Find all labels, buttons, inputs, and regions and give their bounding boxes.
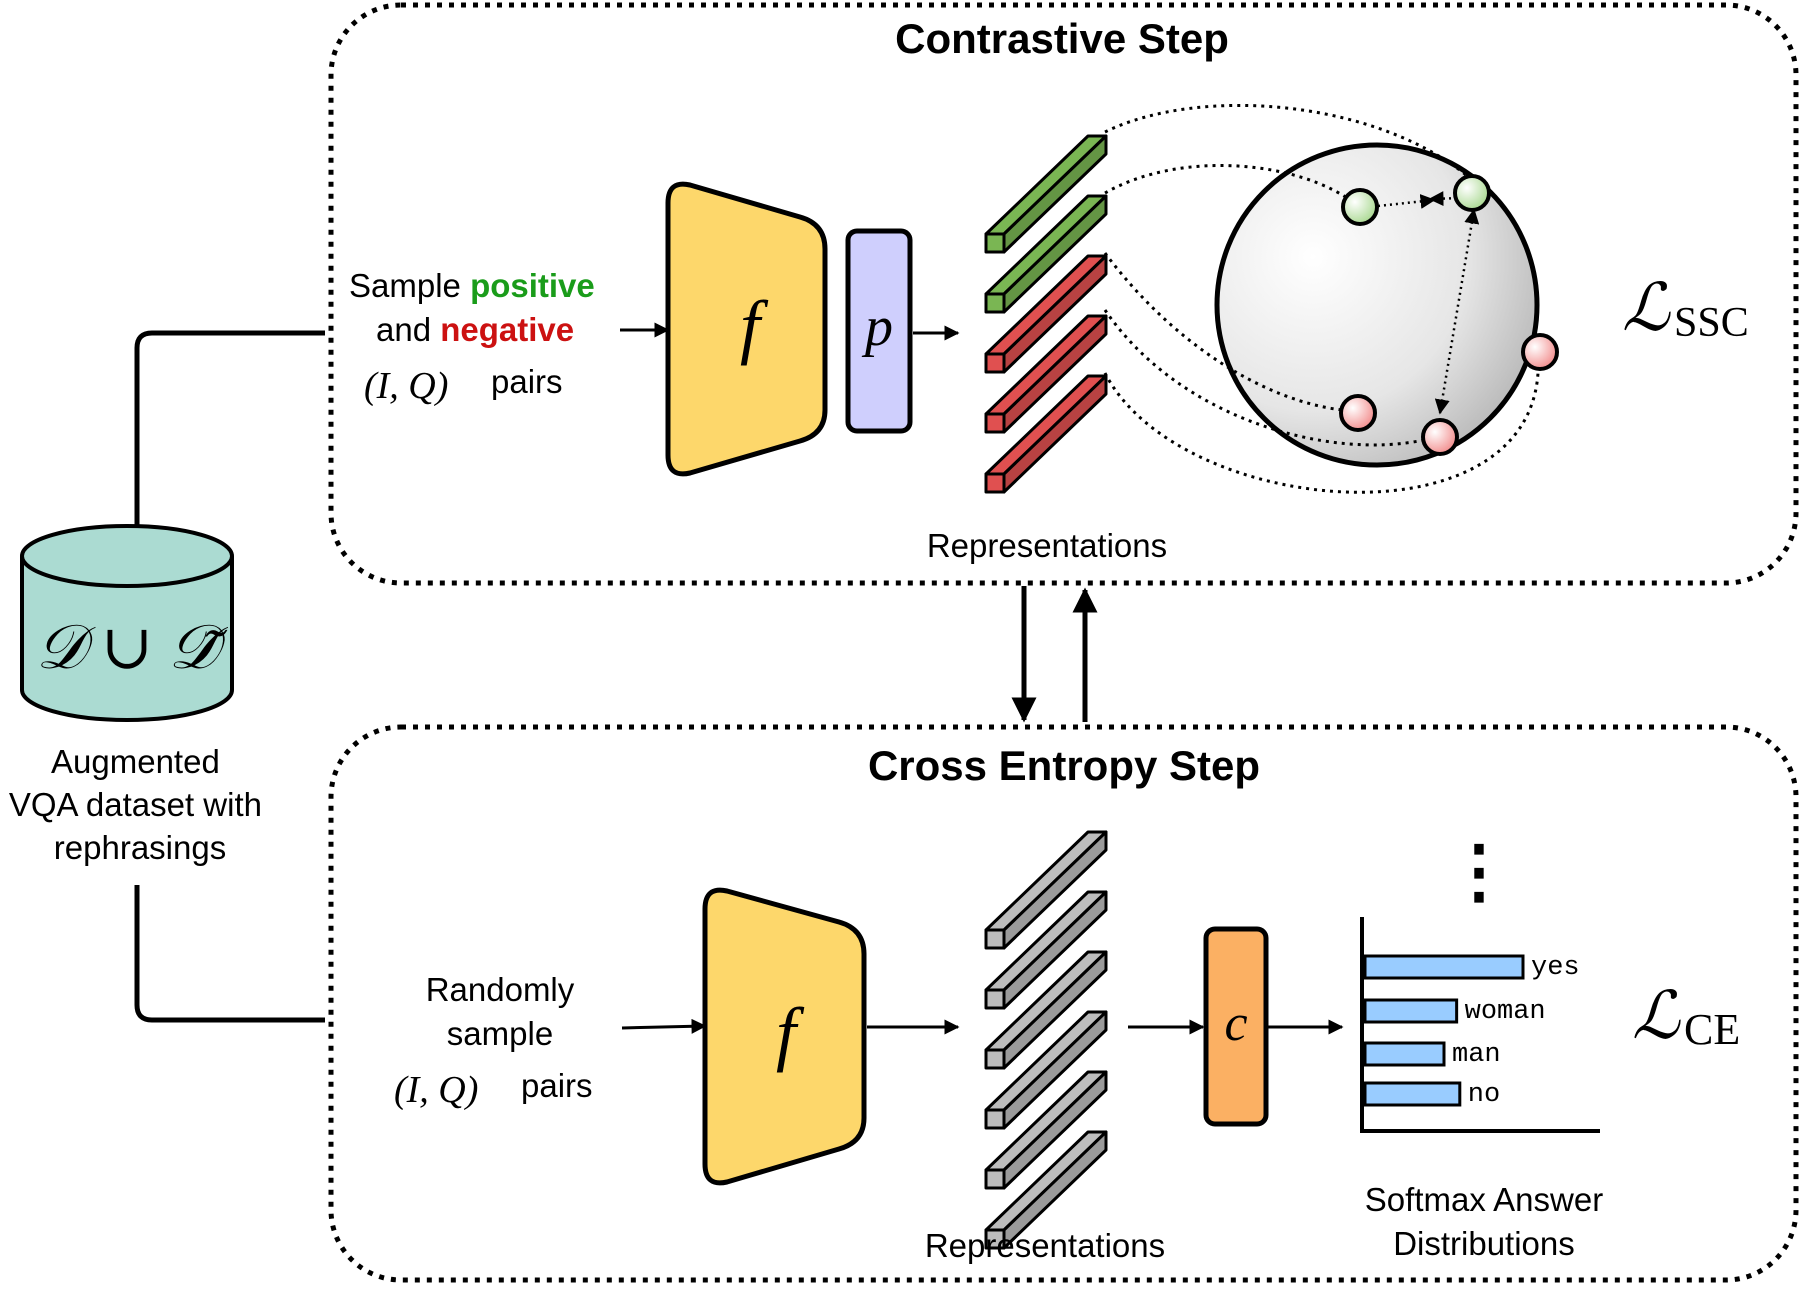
contrastive-representations-label: Representations [927, 527, 1167, 564]
contrastive-step-border [328, 2, 1799, 586]
softmax-bar-label-yes: yes [1531, 953, 1580, 983]
contrastive-step-panel: Contrastive Step Sample positive and neg… [328, 2, 1799, 586]
link-red-1 [1103, 252, 1343, 412]
rep-gray-5 [984, 1070, 1108, 1190]
positive-node-1 [1341, 188, 1379, 226]
classifier-c-shape [1203, 926, 1269, 1127]
representation-to-node-links [1103, 103, 1540, 494]
positive-label: positive [470, 267, 595, 304]
link-green-2 [1104, 164, 1358, 207]
ce-input-pairs-word: pairs [521, 1067, 593, 1104]
softmax-bar-man [1363, 1041, 1446, 1067]
negative-node-1 [1339, 394, 1377, 432]
loss-ce-subscript: CE [1684, 1005, 1740, 1054]
dataset-symbol: 𝒟 ∪ 𝒟̃ [36, 614, 228, 682]
contrastive-input-line-2: and negative [376, 311, 574, 348]
cross-entropy-step-panel: Cross Entropy Step Randomly sample (I, Q… [328, 724, 1799, 1283]
negative-node-2 [1421, 418, 1459, 456]
contrastive-input-and-word: and [376, 311, 431, 348]
negative-label: negative [440, 311, 574, 348]
loss-ssc-subscript: SSC [1674, 300, 1749, 346]
softmax-bar-woman [1363, 998, 1459, 1024]
rep-positive-2 [984, 194, 1108, 314]
rep-negative-3 [984, 374, 1108, 494]
projection-p-shape [845, 228, 913, 434]
classifier-c-symbol: c [1224, 995, 1247, 1052]
contrastive-relations [1377, 191, 1480, 415]
encoder-f-shape-ce [702, 887, 867, 1186]
arrow-ce-input-to-encoder [621, 1018, 707, 1034]
dataset-caption-line-2: VQA dataset with [9, 786, 262, 823]
dataset-caption-line-3: rephrasings [54, 829, 226, 866]
loss-ssc-symbol: ℒ [1622, 272, 1671, 345]
loss-ce: ℒ CE [1632, 980, 1740, 1054]
negative-push-arrow [1434, 208, 1480, 415]
negative-node-3 [1521, 333, 1559, 371]
softmax-bar-label-no: no [1468, 1080, 1500, 1110]
link-red-2 [1103, 309, 1425, 447]
dataset-connector-top [134, 330, 325, 525]
dataset-caption: Augmented VQA dataset with rephrasings [9, 743, 271, 866]
cross-entropy-step-title: Cross Entropy Step [868, 742, 1260, 789]
cross-entropy-step-border [328, 724, 1799, 1283]
contrastive-input-sample-word: Sample [349, 267, 461, 304]
encoder-f-shape [665, 181, 828, 477]
contrastive-input-pair: (I, Q) [364, 365, 448, 407]
softmax-axes [1360, 917, 1600, 1133]
rep-positive-1 [984, 134, 1108, 254]
softmax-more-ellipsis: ⋮ [1444, 832, 1514, 910]
softmax-bars: yes woman man no [1363, 953, 1580, 1110]
contrastive-input-pairs-word: pairs [491, 363, 563, 400]
loss-ce-symbol: ℒ [1632, 980, 1681, 1053]
positive-node-2 [1453, 174, 1491, 212]
dataset: 𝒟 ∪ 𝒟̃ Augmented VQA dataset with rephra… [9, 330, 325, 1023]
contrastive-representations [984, 134, 1108, 494]
rep-gray-6 [984, 1130, 1108, 1250]
softmax-bar-no [1363, 1081, 1462, 1107]
contrastive-step-title: Contrastive Step [895, 15, 1229, 62]
softmax-bar-label-woman: woman [1465, 997, 1546, 1027]
rep-gray-1 [984, 830, 1108, 950]
dataset-connector-bottom [134, 885, 325, 1023]
loss-ssc: ℒ SSC [1622, 272, 1749, 346]
ce-representations [984, 830, 1108, 1250]
rep-negative-2 [984, 314, 1108, 434]
link-green-1 [1104, 103, 1473, 182]
softmax-bar-yes [1363, 954, 1525, 980]
embedding-nodes [1339, 174, 1559, 456]
link-red-3 [1103, 354, 1540, 494]
ce-input-line-1: Randomly [426, 971, 575, 1008]
projection-p-symbol: p [861, 296, 893, 358]
rep-gray-2 [984, 890, 1108, 1010]
contrastive-input-line-1: Sample positive [349, 267, 595, 304]
softmax-chart: yes woman man no ⋮ [1360, 832, 1600, 1133]
softmax-bar-label-man: man [1452, 1040, 1501, 1070]
ce-representations-label: Representations [925, 1227, 1165, 1264]
ce-input-line-2: sample [447, 1015, 553, 1052]
ce-input-pair: (I, Q) [394, 1069, 478, 1111]
dataset-cylinder-icon [20, 524, 234, 722]
softmax-label-line-1: Softmax Answer [1365, 1181, 1603, 1218]
rep-gray-3 [984, 950, 1108, 1070]
softmax-label-line-2: Distributions [1393, 1225, 1575, 1262]
rep-gray-4 [984, 1010, 1108, 1130]
dataset-caption-line-1: Augmented [51, 743, 220, 780]
